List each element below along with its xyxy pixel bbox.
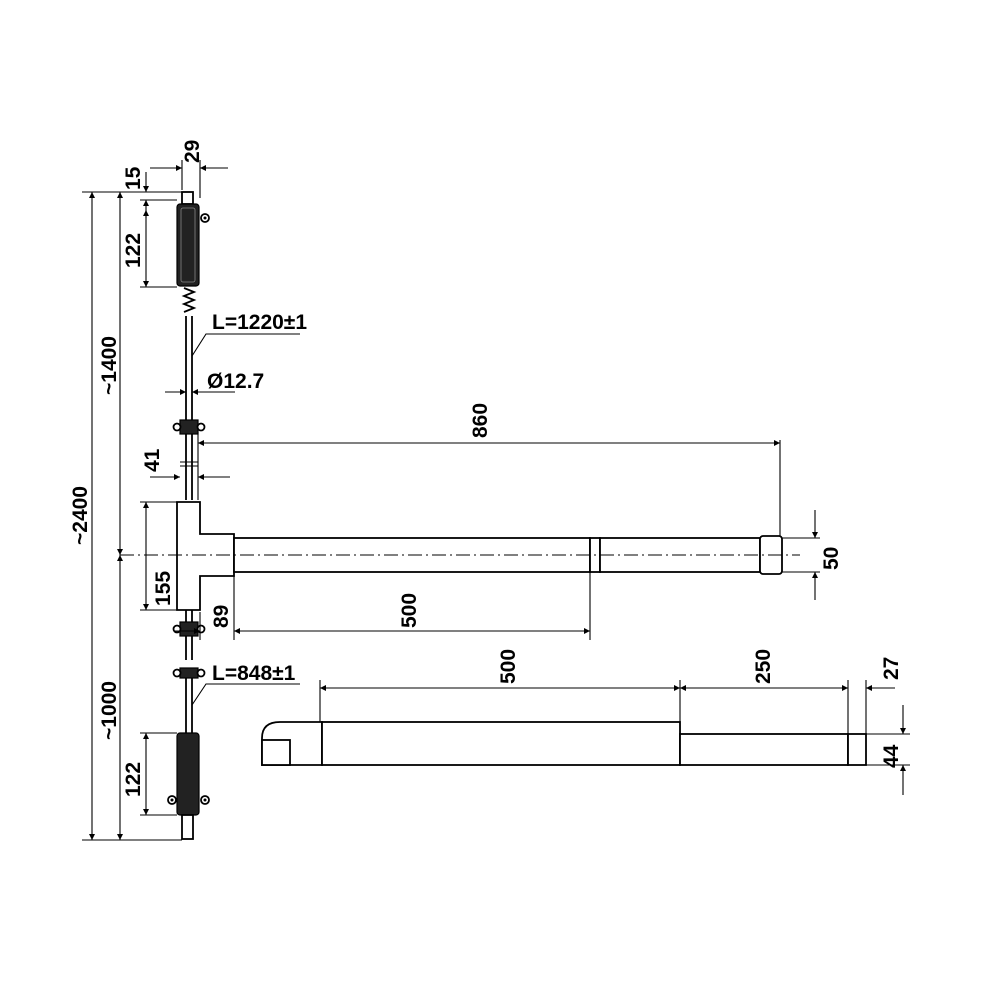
dim-bottom-housing: 122 xyxy=(122,762,145,797)
side-touch-bar xyxy=(679,733,849,766)
dim-top-housing: 122 xyxy=(122,233,145,268)
dim-guide-offset: 41 xyxy=(141,448,164,472)
dim-push-bar-length: 500 xyxy=(398,593,421,628)
dim-rod-diameter: Ø12.7 xyxy=(207,370,264,393)
dimension-labels: 29 15 122 L=1220±1 Ø12.7 ~1400 ~2400 ~10… xyxy=(69,140,903,797)
side-end-cap xyxy=(847,733,867,766)
push-bar-side-view xyxy=(261,721,867,766)
lower-guide xyxy=(179,621,199,637)
spring-icon xyxy=(181,287,197,313)
dim-center-block-height: 155 xyxy=(152,571,175,606)
push-bar-front-view xyxy=(120,535,800,575)
dim-lower-length: ~1000 xyxy=(98,681,121,740)
dim-overall-length: ~2400 xyxy=(69,486,92,545)
dim-side-length-1: 500 xyxy=(497,649,520,684)
dim-side-height: 44 xyxy=(880,744,903,768)
dim-center-block-width: 89 xyxy=(210,605,233,628)
center-block xyxy=(176,501,235,611)
bottom-housing xyxy=(176,732,200,816)
dim-top-width: 29 xyxy=(181,140,204,163)
dim-bar-total: 860 xyxy=(469,403,492,438)
top-housing xyxy=(176,203,200,287)
dim-side-end: 27 xyxy=(880,657,903,680)
upper-guide xyxy=(179,419,199,435)
dim-upper-length: ~1400 xyxy=(98,336,121,395)
dim-top-offset: 15 xyxy=(122,166,145,190)
dim-bar-height: 50 xyxy=(820,547,843,570)
rod-top-tip xyxy=(181,191,194,205)
dim-upper-rod-length: L=1220±1 xyxy=(212,311,307,334)
dimension-lines xyxy=(82,160,910,841)
dim-side-length-2: 250 xyxy=(752,649,775,684)
rod-bottom-tip xyxy=(181,814,194,840)
dim-lower-rod-length: L=848±1 xyxy=(212,662,296,685)
vertical-rod-assembly xyxy=(167,191,235,840)
side-tube xyxy=(321,721,681,766)
